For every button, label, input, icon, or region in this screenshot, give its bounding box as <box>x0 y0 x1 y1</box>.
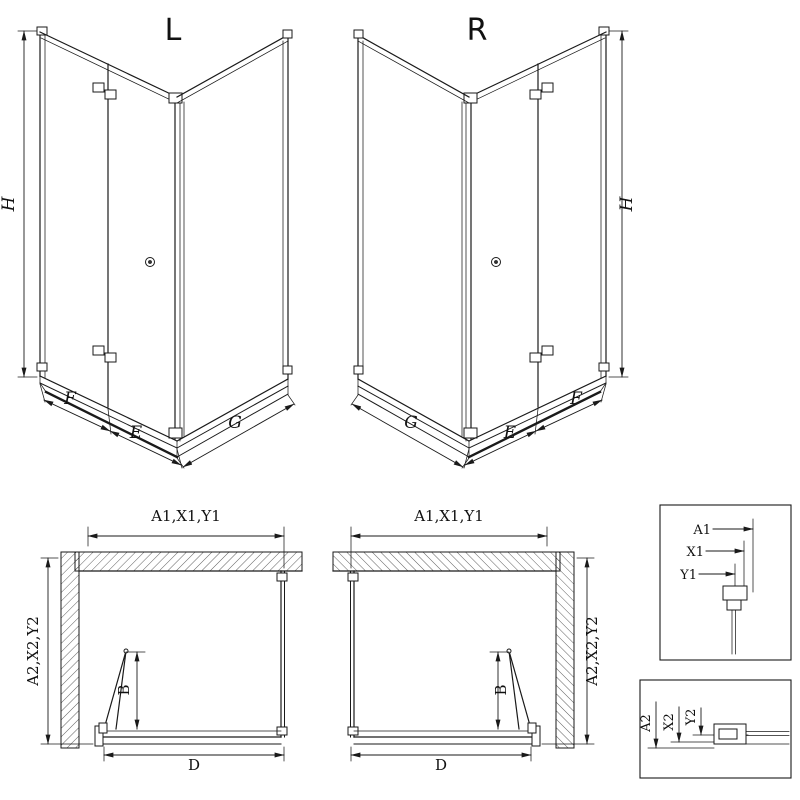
dim-label-b: B <box>492 684 510 695</box>
dim-label-a2x2y2: A2,X2,Y2 <box>583 616 601 687</box>
view-right-3d: R H F E G <box>351 13 637 468</box>
dim-label-g: G <box>404 413 418 433</box>
detail-label-y1: Y1 <box>679 568 697 583</box>
plan-right-geometry <box>333 527 594 761</box>
dim-label-e: E <box>129 423 143 443</box>
dim-label-a2x2y2: A2,X2,Y2 <box>24 616 42 687</box>
dim-label-b: B <box>115 684 133 695</box>
dim-label-a1x1y1: A1,X1,Y1 <box>150 507 221 525</box>
view-right-title: R <box>467 13 488 48</box>
detail-frame <box>659 504 792 661</box>
view-right-3d-geometry <box>351 27 628 468</box>
wall-profile-section <box>722 585 748 655</box>
detail-label-y2: Y2 <box>684 709 699 727</box>
plan-left-geometry <box>41 527 302 761</box>
dim-label-h: H <box>617 195 637 212</box>
dim-label-d: D <box>188 756 200 774</box>
plan-view-right: A1,X1,Y1 A2,X2,Y2 B D <box>333 507 601 774</box>
view-left-3d-geometry <box>18 27 295 468</box>
detail-label-a1: A1 <box>692 523 711 538</box>
dim-label-h: H <box>0 195 19 212</box>
detail-label-a2: A2 <box>639 714 654 733</box>
detail-top-profile: A1 X1 Y1 <box>659 504 792 661</box>
detail-bottom-profile: A2 X2 Y2 <box>639 679 792 779</box>
dim-label-f: F <box>63 389 77 409</box>
plan-view-left: A1,X1,Y1 A2,X2,Y2 B D <box>24 507 302 774</box>
dim-label-d: D <box>435 756 447 774</box>
dim-label-a1x1y1: A1,X1,Y1 <box>413 507 484 525</box>
detail-frame <box>639 679 792 779</box>
view-left-title: L <box>165 13 182 48</box>
detail-label-x2: X2 <box>662 713 677 731</box>
detail-label-x1: X1 <box>686 545 704 560</box>
dim-label-f: F <box>569 389 583 409</box>
view-left-3d: L H F E G <box>0 13 295 468</box>
dim-label-g: G <box>228 413 242 433</box>
dim-label-e: E <box>503 423 517 443</box>
threshold-profile-section <box>713 723 790 745</box>
